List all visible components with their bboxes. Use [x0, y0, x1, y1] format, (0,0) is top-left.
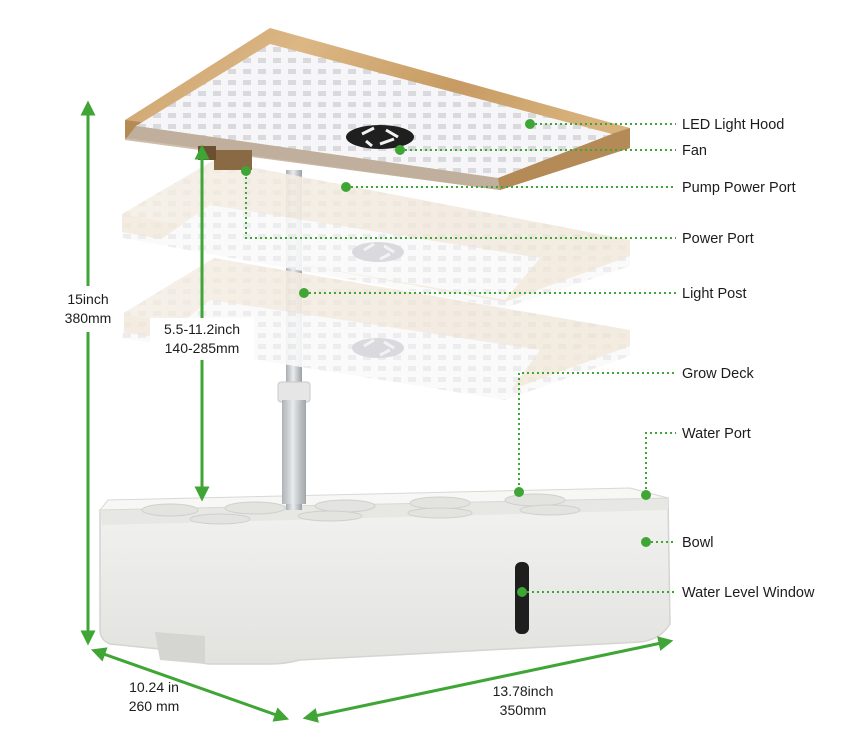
- label-water-level-window: Water Level Window: [682, 585, 815, 601]
- depth-mm: 260 mm: [128, 698, 180, 714]
- dot-water-level-window: [517, 587, 527, 597]
- height-dimension-arrow: [50, 100, 124, 646]
- fan: [346, 125, 414, 149]
- depth-dimension-label: 10.24 in 260 mm: [112, 678, 196, 716]
- width-inch: 13.78inch: [492, 683, 554, 699]
- water-level-window: [515, 562, 529, 634]
- dot-light-post: [299, 288, 309, 298]
- adjust-mm: 140-285mm: [164, 340, 240, 356]
- dot-led-light-hood: [525, 119, 535, 129]
- label-fan: Fan: [682, 143, 707, 159]
- leader-water-port: [645, 432, 676, 494]
- dot-bowl: [641, 537, 651, 547]
- hood-lowest-position: [122, 258, 630, 400]
- height-inch: 15inch: [67, 291, 109, 307]
- adjust-range-arrow: [150, 144, 254, 502]
- label-pump-power-port: Pump Power Port: [682, 180, 796, 196]
- height-mm: 380mm: [64, 310, 112, 326]
- dot-grow-deck: [514, 487, 524, 497]
- width-dimension-arrow: [302, 636, 674, 723]
- depth-inch: 10.24 in: [129, 679, 179, 695]
- height-dimension-label: 15inch 380mm: [52, 290, 124, 328]
- bowl: [98, 487, 671, 665]
- width-mm: 350mm: [499, 702, 547, 718]
- dot-power-port: [241, 166, 251, 176]
- label-led-light-hood: LED Light Hood: [682, 117, 785, 133]
- hood-middle-position: [122, 160, 630, 308]
- led-light-hood: [125, 28, 630, 190]
- label-power-port: Power Port: [682, 231, 754, 247]
- leader-grow-deck: [518, 372, 676, 490]
- dot-pump-power-port: [341, 182, 351, 192]
- width-dimension-label: 13.78inch 350mm: [478, 682, 568, 720]
- label-water-port: Water Port: [682, 426, 751, 442]
- adjust-inch: 5.5-11.2inch: [163, 321, 240, 337]
- adjust-range-label: 5.5-11.2inch 140-285mm: [150, 320, 254, 358]
- depth-dimension-arrow: [90, 647, 290, 722]
- label-grow-deck: Grow Deck: [682, 366, 754, 382]
- leader-power-port: [245, 172, 676, 239]
- dot-fan: [395, 145, 405, 155]
- label-bowl: Bowl: [682, 535, 714, 551]
- dot-water-port: [641, 490, 651, 500]
- label-light-post: Light Post: [682, 286, 747, 302]
